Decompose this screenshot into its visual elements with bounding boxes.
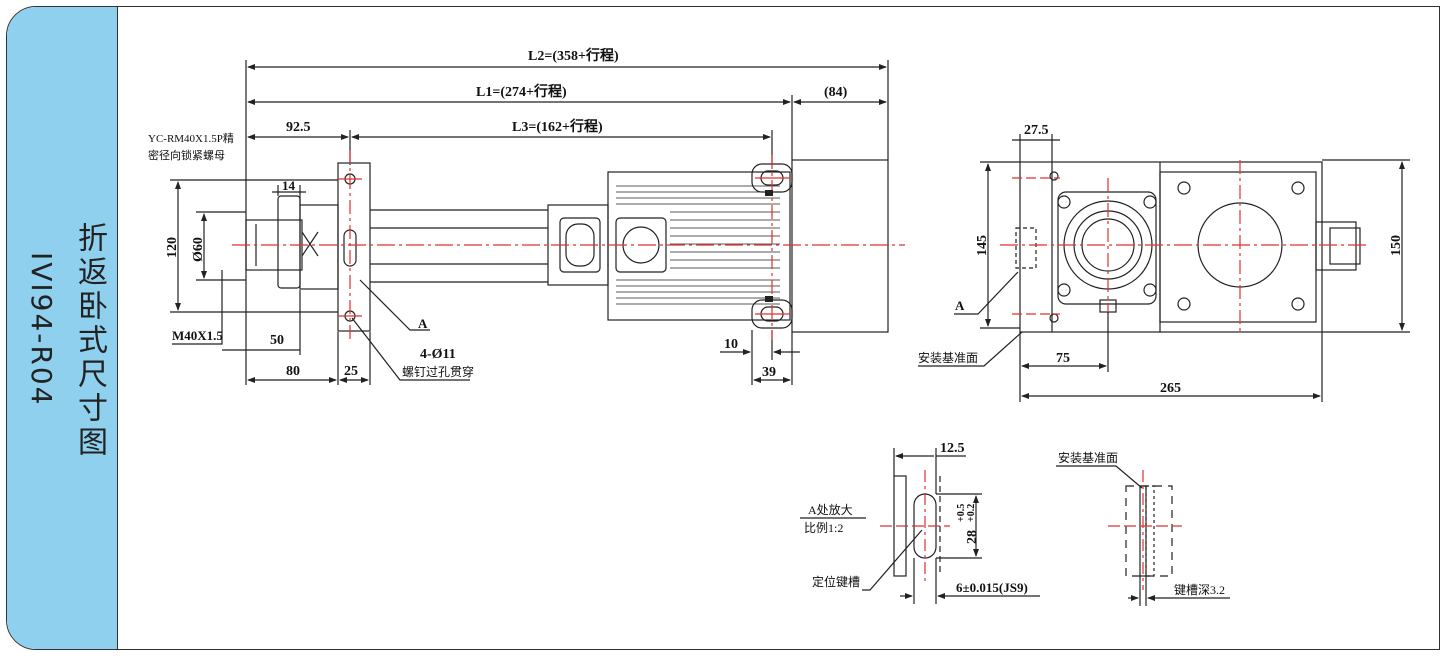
holes-desc: 螺钉过孔贯穿 — [402, 364, 474, 379]
dim-60: Ø60 — [191, 237, 206, 262]
dim-75: 75 — [1056, 351, 1070, 366]
sidebar-title: 折返卧式尺寸图 — [72, 222, 107, 460]
dim-80: 80 — [286, 364, 300, 379]
dim-27-5: 27.5 — [1024, 123, 1049, 138]
end-a-label: A — [955, 298, 965, 313]
dim-10: 10 — [724, 337, 738, 352]
dim-84: (84) — [824, 85, 848, 100]
drawing-frame: 折返卧式尺寸图 IVI94-R04 — [6, 6, 1440, 650]
dim-92-5: 92.5 — [286, 120, 311, 135]
dim-120: 120 — [165, 237, 180, 258]
dim-28-tol-up: +0.5 — [956, 504, 967, 522]
detail-a-label: A — [418, 316, 428, 331]
dim-28: 28 — [965, 530, 980, 544]
dim-m40: M40X1.5 — [172, 328, 223, 343]
dim-39: 39 — [762, 365, 776, 380]
dim-50: 50 — [270, 333, 284, 348]
sidebar: 折返卧式尺寸图 IVI94-R04 — [7, 7, 118, 649]
dim-265: 265 — [1160, 381, 1181, 396]
dim-l3: L3=(162+行程) — [512, 118, 603, 135]
dim-l1: L1=(274+行程) — [476, 83, 567, 100]
key-width-dim: 6±0.015(JS9) — [956, 580, 1028, 595]
datum2-label: 安装基准面 — [1058, 450, 1118, 465]
dim-150: 150 — [1389, 235, 1404, 256]
nut-label-1: YC-RM40X1.5P精 — [148, 132, 234, 145]
dim-14: 14 — [282, 178, 296, 193]
holes-label: 4-Ø11 — [420, 347, 456, 362]
dim-l2: L2=(358+行程) — [528, 47, 619, 64]
sidebar-model: IVI94-R04 — [25, 252, 58, 407]
enlarge-label-2: 比例1:2 — [804, 521, 843, 535]
nut-label-2: 密径向锁紧螺母 — [148, 148, 225, 162]
dim-145: 145 — [975, 235, 990, 256]
datum-label: 安装基准面 — [918, 350, 978, 365]
dim-25: 25 — [344, 364, 358, 379]
dim-12-5: 12.5 — [940, 441, 965, 456]
dim-28-tol-dn: +0.2 — [966, 504, 977, 522]
centerlines — [232, 150, 1370, 590]
key-slot-label: 定位键槽 — [812, 574, 860, 589]
enlarge-label-1: A处放大 — [808, 502, 853, 517]
key-depth-dim: 键槽深3.2 — [1174, 583, 1225, 597]
